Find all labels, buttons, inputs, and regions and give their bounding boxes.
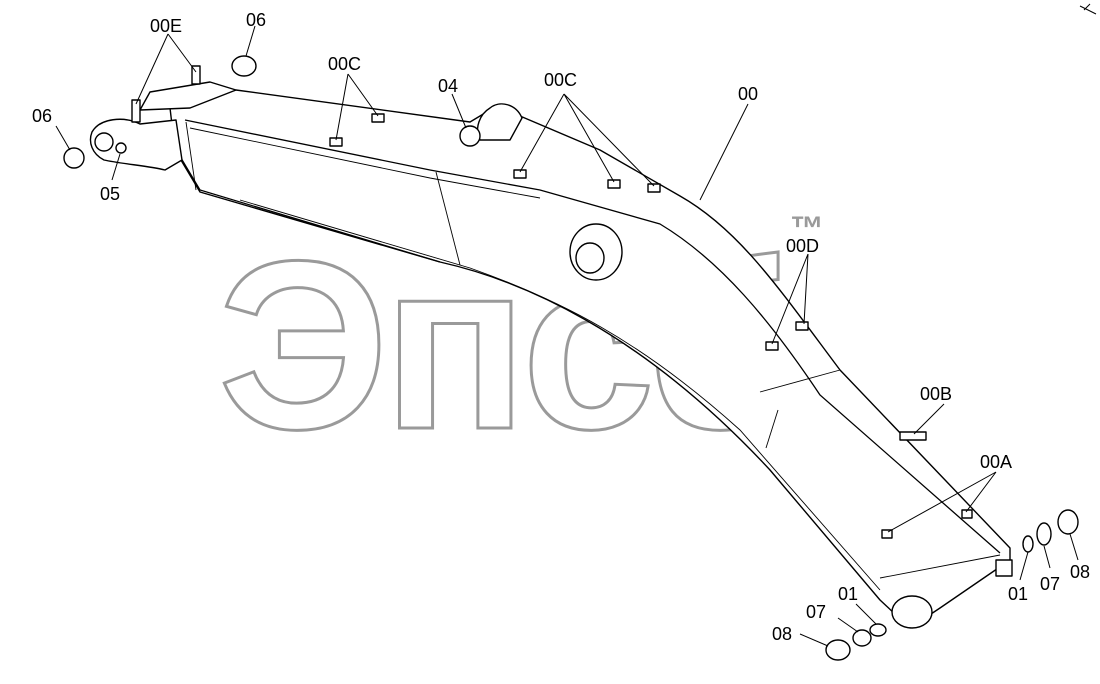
leader-05 xyxy=(111,153,121,181)
label-04: 04 xyxy=(438,76,458,96)
plate-00C-4 xyxy=(607,179,621,189)
bushing-08-bottom xyxy=(825,639,851,661)
pipe-00E-left xyxy=(131,99,141,123)
foot-pin-hole xyxy=(94,132,114,152)
label-00D: 00D xyxy=(786,236,819,256)
boom-section-line-3 xyxy=(759,369,841,393)
leader-00D xyxy=(771,253,809,345)
leader-00B xyxy=(913,403,945,435)
leader-08-right xyxy=(1069,533,1079,561)
label-05: 05 xyxy=(100,184,120,204)
boom-tip-end xyxy=(995,559,1013,577)
label-00E: 00E xyxy=(150,16,182,36)
plate-00C-3 xyxy=(513,169,527,179)
bushing-06-top xyxy=(231,55,257,77)
label-06-top: 06 xyxy=(246,10,266,30)
pipe-00E-right xyxy=(191,65,201,85)
boom-section-line-2 xyxy=(185,121,197,191)
plate-00A-1 xyxy=(881,529,893,539)
foot-top-plate xyxy=(139,81,237,111)
leader-06-left xyxy=(55,125,71,151)
leader-00E xyxy=(135,33,197,105)
leader-04 xyxy=(451,93,467,129)
boom-top-edge-inner xyxy=(189,127,541,199)
label-00B: 00B xyxy=(920,384,952,404)
boom-section-line-5 xyxy=(879,554,1001,579)
leader-07-bottom xyxy=(837,617,859,633)
plate-00C-5 xyxy=(647,183,661,193)
ring-01-right xyxy=(1022,535,1034,553)
leader-lines xyxy=(55,25,1079,647)
label-07-bottom: 07 xyxy=(806,602,826,622)
boom-section-line-4 xyxy=(765,409,779,449)
callout-labels: 00E 06 06 05 00C 04 00C 00 00D 00B 00A 0… xyxy=(32,10,1090,644)
leader-07-right xyxy=(1043,545,1051,569)
seal-07-bottom xyxy=(852,629,872,647)
loose-parts xyxy=(63,55,1079,661)
label-06-left: 06 xyxy=(32,106,52,126)
leader-06-top xyxy=(245,25,256,57)
leader-00C-a xyxy=(335,73,379,141)
leader-01-bottom xyxy=(855,603,877,625)
boom-bosses xyxy=(459,103,1013,629)
label-00: 00 xyxy=(738,84,758,104)
seal-07-right xyxy=(1036,522,1052,546)
label-00C-a: 00C xyxy=(328,54,361,74)
foot-plate xyxy=(89,118,183,171)
ring-01-bottom xyxy=(869,623,887,637)
plate-00B xyxy=(899,431,927,441)
boom-lower-edge xyxy=(174,147,441,263)
leader-08-bottom xyxy=(799,633,829,647)
label-08-bottom: 08 xyxy=(772,624,792,644)
corner-mark xyxy=(1079,3,1097,15)
grease-fitting-05 xyxy=(115,142,127,154)
boom-section-line-1 xyxy=(435,171,461,266)
leader-00C-b xyxy=(519,93,655,187)
leader-00 xyxy=(699,103,749,201)
boom-bottom-edge xyxy=(239,199,881,591)
label-00C-b: 00C xyxy=(544,70,577,90)
cylinder-boss-inner xyxy=(575,242,605,274)
plate-00C-2 xyxy=(371,113,385,123)
boom-foot xyxy=(89,65,237,171)
leader-00A xyxy=(887,471,997,533)
watermark-trademark: ™ xyxy=(790,210,824,248)
bushing-08-right xyxy=(1057,509,1079,535)
bushing-06-left xyxy=(63,147,85,169)
label-00A: 00A xyxy=(980,452,1012,472)
plate-00D-2 xyxy=(795,321,809,331)
arm-cylinder-bracket xyxy=(476,103,523,141)
label-08-right: 08 xyxy=(1070,562,1090,582)
grease-fitting-04 xyxy=(459,125,481,147)
label-01-right: 01 xyxy=(1008,584,1028,604)
boom-small-parts xyxy=(329,113,973,539)
leader-01-right xyxy=(1019,551,1029,581)
boom-top-edge xyxy=(184,119,1001,554)
plate-00D-1 xyxy=(765,341,779,351)
label-07-right: 07 xyxy=(1040,574,1060,594)
label-01-bottom: 01 xyxy=(838,584,858,604)
boom-body xyxy=(169,89,1011,629)
boom-tip-boss xyxy=(891,595,933,629)
